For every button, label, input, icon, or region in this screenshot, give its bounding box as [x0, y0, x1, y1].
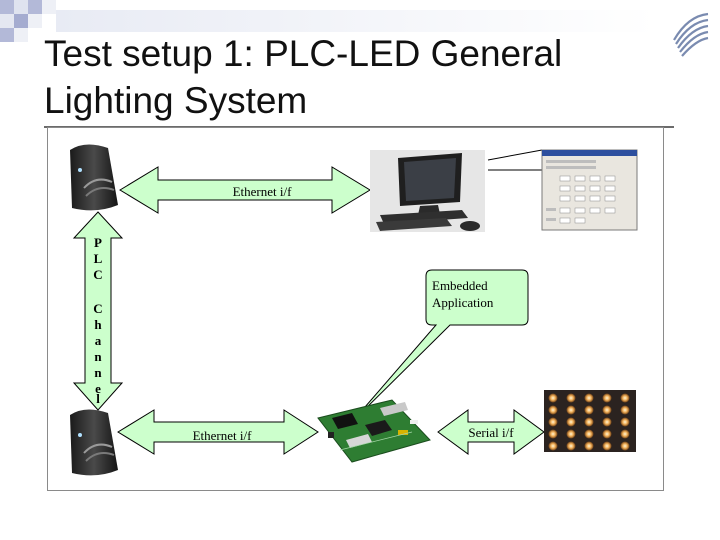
slide-title: Test setup 1: PLC-LED General Lighting S…	[44, 30, 644, 124]
slide-title-line1: Test setup 1: PLC-LED General	[44, 33, 563, 74]
diagram-frame	[47, 127, 664, 491]
embedded-application-callout	[351, 269, 529, 423]
led-light	[566, 393, 576, 403]
plc-channel-arrow	[72, 211, 124, 411]
led-light	[584, 441, 594, 451]
corner-square	[14, 0, 28, 14]
plc-letter: C	[93, 301, 102, 316]
led-light	[620, 405, 630, 415]
led-light	[620, 429, 630, 439]
led-light	[620, 393, 630, 403]
led-light	[548, 417, 558, 427]
led-light	[584, 393, 594, 403]
led-light	[602, 441, 612, 451]
plc-letter: L	[94, 251, 103, 266]
serial-label: Serial i/f	[468, 425, 514, 440]
company-logo-icon	[673, 12, 709, 57]
led-light	[566, 429, 576, 439]
plc-channel-label: P L C C h a n n e l	[93, 235, 102, 406]
plc-letter: l	[96, 391, 100, 406]
window-connector-line	[487, 149, 543, 171]
plc-letter: e	[95, 381, 101, 396]
callout-line1: Embedded	[432, 278, 488, 293]
led-light	[620, 441, 630, 451]
led-light	[620, 417, 630, 427]
plc-letter: P	[94, 235, 102, 250]
led-light	[566, 417, 576, 427]
plc-letter: n	[94, 349, 102, 364]
led-light	[584, 417, 594, 427]
led-light	[548, 429, 558, 439]
led-light	[548, 393, 558, 403]
plc-letter: n	[94, 365, 102, 380]
pc-icon	[370, 150, 485, 232]
led-light	[584, 429, 594, 439]
corner-square	[0, 14, 14, 28]
corner-square	[14, 14, 28, 28]
slide-title-line2: Lighting System	[44, 80, 308, 121]
header-band	[56, 10, 656, 32]
led-light	[584, 405, 594, 415]
control-window-icon	[541, 149, 638, 231]
ethernet-bottom-label: Ethernet i/f	[193, 428, 253, 443]
ethernet-top-label: Ethernet i/f	[233, 184, 293, 199]
corner-square	[42, 0, 56, 14]
led-light	[602, 393, 612, 403]
led-light	[566, 441, 576, 451]
corner-square	[0, 28, 14, 42]
led-light	[602, 417, 612, 427]
embedded-board-icon	[317, 399, 431, 463]
plc-modem-bottom-icon	[70, 409, 118, 476]
led-light	[548, 405, 558, 415]
plc-letter: a	[95, 333, 102, 348]
callout-line2: Application	[432, 295, 494, 310]
led-light	[602, 429, 612, 439]
led-light	[548, 441, 558, 451]
ethernet-bottom-arrow	[117, 409, 319, 455]
plc-letter: h	[94, 317, 102, 332]
corner-square	[0, 0, 14, 14]
corner-square	[28, 14, 42, 28]
corner-square	[28, 0, 42, 14]
led-light	[566, 405, 576, 415]
led-light	[602, 405, 612, 415]
led-array-icon	[544, 390, 636, 452]
corner-square	[14, 28, 28, 42]
plc-modem-top-icon	[70, 144, 118, 211]
plc-letter: C	[93, 267, 102, 282]
